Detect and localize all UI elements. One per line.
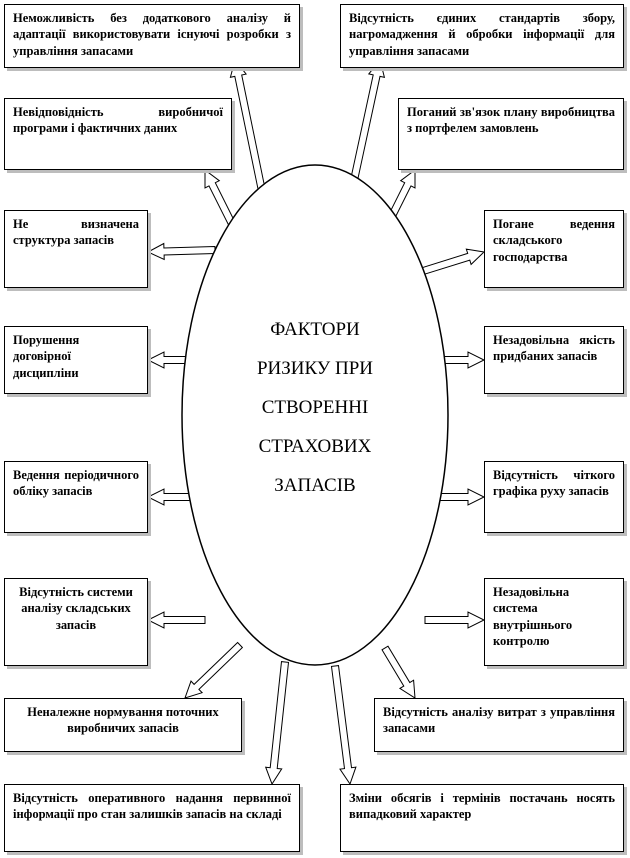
arrow-f6 [418, 248, 486, 276]
central-label: ФАКТОРИ РИЗИКУ ПРИ СТВОРЕННІ СТРАХОВИХ З… [215, 310, 415, 505]
factor-box-operational-info: Відсутність оперативного надання первинн… [4, 784, 300, 852]
factor-box-analysis-system: Відсутність системи аналізу складських з… [4, 578, 148, 666]
arrow-f15 [264, 661, 290, 786]
central-ellipse [181, 164, 449, 666]
factor-box-analysis-adaptation: Неможливість без додаткового аналізу й а… [4, 4, 300, 68]
arrow-f12 [424, 611, 486, 629]
central-line-3: СТВОРЕННІ [261, 397, 369, 418]
arrow-f11 [146, 611, 206, 629]
arrow-f5 [146, 242, 216, 261]
arrow-f14 [381, 645, 416, 699]
central-line-1: ФАКТОРИ [270, 319, 360, 340]
factor-box-periodic-accounting: Ведення періодичного обліку запасів [4, 461, 148, 533]
arrow-f13 [184, 641, 244, 699]
factor-box-contract-discipline: Порушення договірної дисципліни [4, 326, 148, 394]
factor-box-movement-schedule: Відсутність чіткого графіка руху запасів [484, 461, 624, 533]
factor-box-supply-changes: Зміни обсягів і термінів постачань носят… [340, 784, 624, 852]
factor-box-data-standards: Відсутність єдиних стандартів збору, наг… [340, 4, 624, 68]
factor-box-program-mismatch: Невідповідність виробничої програми і фа… [4, 98, 232, 170]
factor-box-quality: Незадовільна якість придбаних запасів [484, 326, 624, 394]
central-line-4: СТРАХОВИХ [258, 436, 372, 457]
factor-box-internal-control: Незадовільна система внутрішнього контро… [484, 578, 624, 666]
factor-box-warehouse: Погане ведення складського господарства [484, 210, 624, 288]
factor-box-cost-analysis: Відсутність аналізу витрат з управління … [374, 698, 624, 752]
central-line-2: РИЗИКУ ПРИ [256, 358, 374, 379]
central-line-5: ЗАПАСІВ [274, 475, 356, 496]
arrow-f16 [330, 665, 357, 786]
factor-box-stock-structure: Не визначена структура запасів [4, 210, 148, 288]
factor-box-normalization: Неналежне нормування поточних виробничих… [4, 698, 242, 752]
factor-box-plan-orders: Поганий зв'язок плану виробництва з порт… [398, 98, 624, 170]
